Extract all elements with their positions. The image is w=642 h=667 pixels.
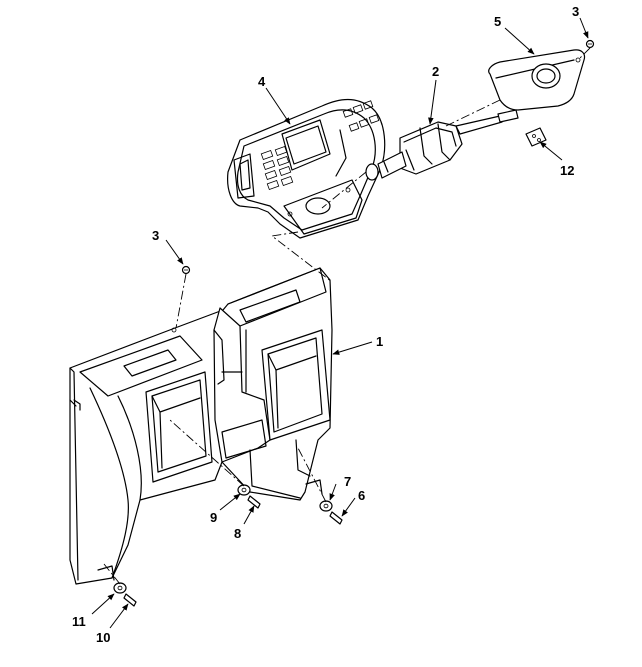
callout-12: 12 bbox=[560, 163, 574, 178]
washer-part-7 bbox=[319, 500, 333, 512]
leader-lines bbox=[91, 17, 589, 629]
callout-10: 10 bbox=[96, 630, 110, 645]
callout-4: 4 bbox=[258, 74, 266, 89]
washer-part-11 bbox=[113, 582, 127, 594]
multifunction-switch-part-2 bbox=[365, 109, 519, 181]
screw-part-3-left bbox=[181, 265, 191, 275]
callout-6: 6 bbox=[358, 488, 365, 503]
dash-panel-part-1 bbox=[69, 267, 333, 585]
callout-8: 8 bbox=[234, 526, 241, 541]
screw-part-10 bbox=[123, 593, 137, 607]
cluster-buttons-right bbox=[342, 100, 380, 132]
instrument-cluster-part-4 bbox=[227, 98, 386, 239]
cluster-buttons-left bbox=[260, 145, 294, 191]
callout-9: 9 bbox=[210, 510, 217, 525]
screw-part-6 bbox=[329, 511, 343, 525]
callout-2: 2 bbox=[432, 64, 439, 79]
cover-plate-part-5 bbox=[488, 49, 586, 111]
callout-3-left: 3 bbox=[152, 228, 159, 243]
clip-part-12 bbox=[525, 127, 547, 147]
screw-part-8 bbox=[247, 495, 261, 509]
screw-part-3-top bbox=[585, 39, 595, 49]
callout-1: 1 bbox=[376, 334, 383, 349]
callout-7: 7 bbox=[344, 474, 351, 489]
assembly-lines bbox=[103, 47, 591, 585]
callout-5: 5 bbox=[494, 14, 501, 29]
callout-11: 11 bbox=[72, 614, 86, 629]
callout-3-top: 3 bbox=[572, 4, 579, 19]
callout-labels: 1 2 3 3 4 5 6 7 8 9 10 11 12 bbox=[72, 4, 579, 645]
washer-part-9 bbox=[237, 484, 251, 496]
